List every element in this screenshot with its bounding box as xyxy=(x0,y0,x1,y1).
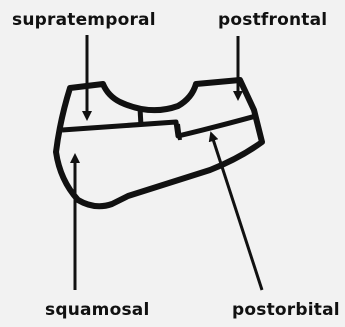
label-postorbital: postorbital xyxy=(232,302,340,319)
label-squamosal: squamosal xyxy=(45,302,149,319)
label-postfrontal: postfrontal xyxy=(218,12,327,29)
suture-line-upper xyxy=(62,116,256,136)
label-supratemporal: supratemporal xyxy=(12,12,156,29)
suture-line-postorbital xyxy=(178,124,180,140)
suture-line-vertical xyxy=(140,108,141,126)
